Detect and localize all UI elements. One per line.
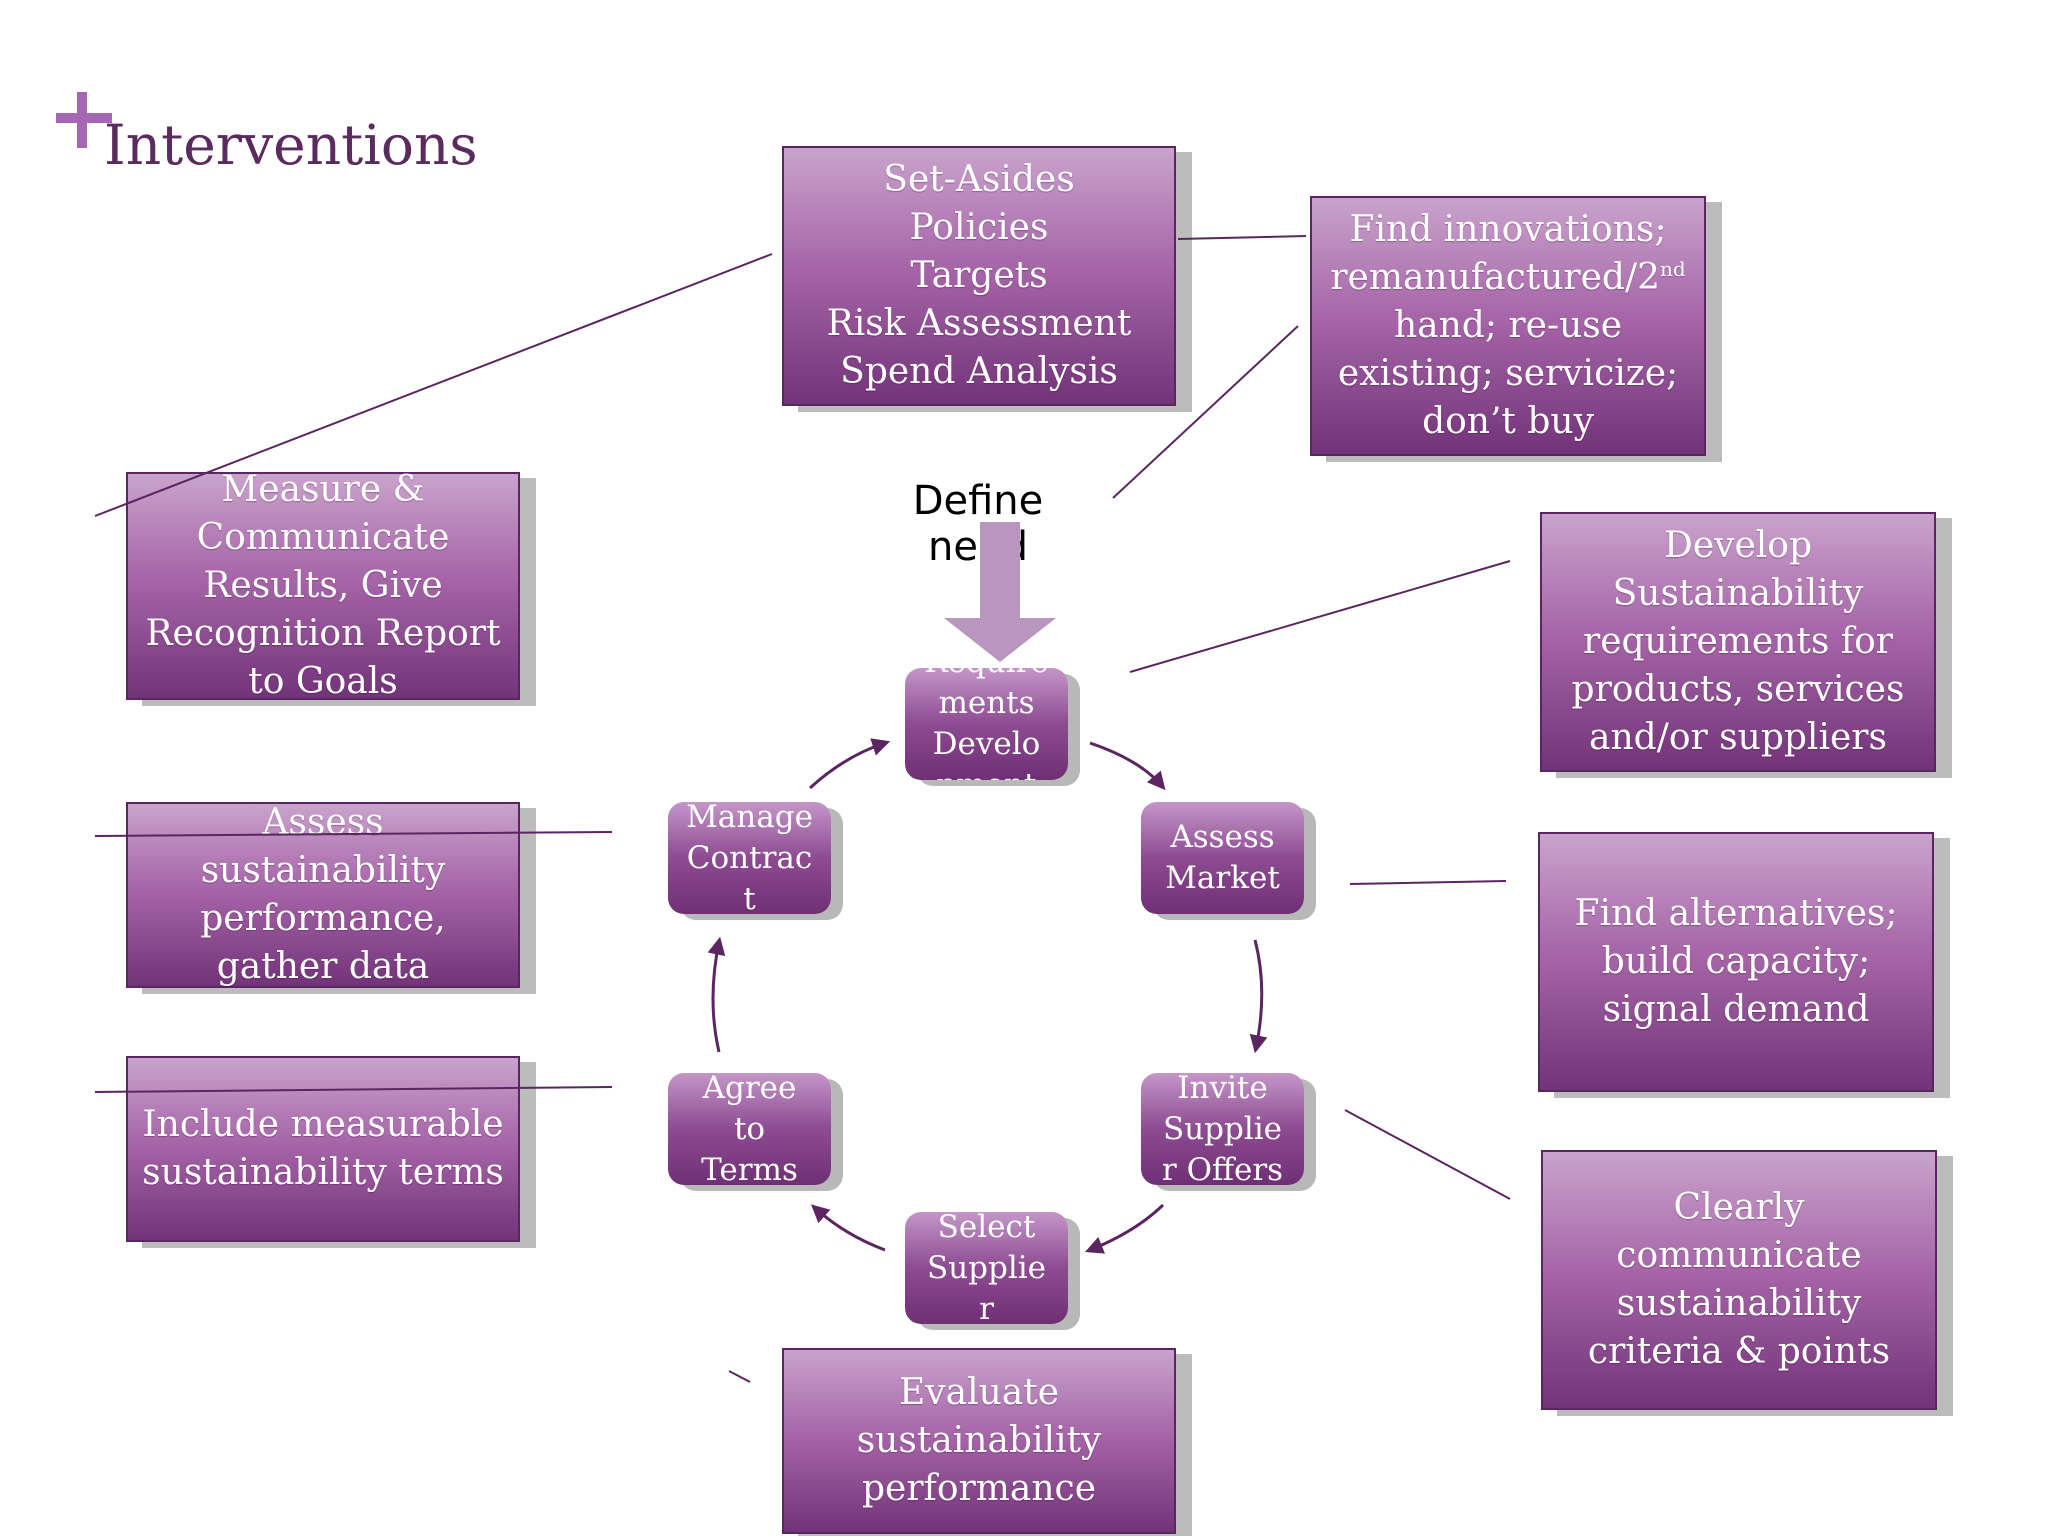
box-line: Assess xyxy=(262,802,384,843)
box-line: gather data xyxy=(216,946,430,987)
box-line: Find alternatives; xyxy=(1574,893,1898,934)
node-line: Develo xyxy=(932,726,1041,762)
box-line: don’t buy xyxy=(1422,401,1594,442)
box-line: remanufactured/2nd xyxy=(1330,257,1686,298)
cycle-arrow-4 xyxy=(810,1204,886,1252)
connector-evaluate-stub xyxy=(728,1370,751,1383)
down-arrow-icon xyxy=(944,522,1056,662)
node-line: Invite xyxy=(1177,1073,1268,1106)
node-line: r xyxy=(979,1290,994,1325)
box-line: Sustainability xyxy=(1612,573,1864,614)
cycle-arrow-3 xyxy=(1084,1203,1165,1254)
box-line: sustainability terms xyxy=(142,1152,504,1193)
box-line: to Goals xyxy=(248,661,398,702)
box-line: requirements for xyxy=(1583,621,1893,662)
cycle-arrow-2 xyxy=(1249,939,1268,1054)
box-evaluate-performance: Evaluate sustainability performance xyxy=(782,1348,1176,1534)
node-line: Supplie xyxy=(926,1249,1047,1286)
box-include-terms: Include measurable sustainability terms xyxy=(126,1056,520,1242)
connector-top-to-innovations xyxy=(1177,235,1307,240)
box-find-innovations: Find innovations; remanufactured/2nd han… xyxy=(1310,196,1706,456)
node-line: Assess xyxy=(1170,819,1275,855)
node-line: Market xyxy=(1165,860,1280,896)
cycle-node-manage-contract: Manage Contrac t xyxy=(668,802,831,914)
box-line: signal demand xyxy=(1602,989,1870,1030)
box-develop-requirements: Develop Sustainability requirements for … xyxy=(1540,512,1936,772)
node-line: r Offers xyxy=(1161,1151,1284,1186)
cycle-node-invite-offers: Invite Supplie r Offers xyxy=(1141,1073,1304,1185)
box-line: Include measurable xyxy=(142,1104,504,1145)
box-line: Measure & xyxy=(221,469,425,510)
box-line: communicate xyxy=(1616,1235,1862,1276)
box-line: Find innovations; xyxy=(1349,209,1667,250)
box-line: Recognition Report xyxy=(145,613,501,654)
box-line: products, services xyxy=(1571,669,1905,710)
cycle-arrow-6 xyxy=(808,738,891,790)
box-line: Risk Assessment xyxy=(826,303,1132,344)
box-line: Spend Analysis xyxy=(840,351,1118,392)
box-line: Policies xyxy=(909,207,1049,248)
box-line: sustainability xyxy=(200,850,446,891)
box-line: Develop xyxy=(1663,525,1813,566)
node-line: pment xyxy=(936,765,1036,780)
box-line: performance xyxy=(861,1468,1097,1509)
cycle-node-assess-market: Assess Market xyxy=(1141,802,1304,914)
node-line: Terms xyxy=(701,1151,798,1186)
box-line: Communicate xyxy=(196,517,450,558)
box-line: Results, Give xyxy=(203,565,443,606)
box-measure-communicate: Measure & Communicate Results, Give Reco… xyxy=(126,469,520,702)
node-line: Require xyxy=(924,668,1049,683)
box-line: performance, xyxy=(200,898,446,939)
box-line: Clearly xyxy=(1673,1187,1805,1228)
box-line: criteria & points xyxy=(1587,1331,1891,1372)
box-line: existing; servicize; xyxy=(1337,353,1679,394)
connector-market-to-alternatives xyxy=(1349,880,1507,885)
node-line: t xyxy=(743,880,756,915)
connector-offers-to-communicate xyxy=(1344,1109,1511,1200)
node-line: Agree xyxy=(702,1073,797,1106)
cycle-node-requirements: Require ments Develo pment xyxy=(905,668,1068,780)
box-line: Targets xyxy=(910,255,1048,296)
box-assess-performance: Assess sustainability performance, gathe… xyxy=(126,802,520,988)
box-line: hand; re-use xyxy=(1393,305,1623,346)
node-line: to xyxy=(733,1110,766,1147)
page-title: Interventions xyxy=(104,113,478,177)
node-line: ments xyxy=(938,685,1035,721)
box-line: Set-Asides xyxy=(883,159,1075,200)
box-set-asides: Set-Asides Policies Targets Risk Assessm… xyxy=(782,146,1176,406)
box-clearly-communicate: Clearly communicate sustainability crite… xyxy=(1541,1150,1937,1410)
node-line: Manage xyxy=(686,802,813,835)
box-line: build capacity; xyxy=(1601,941,1871,982)
cycle-node-select-supplier: Select Supplie r xyxy=(905,1212,1068,1324)
cycle-arrow-5 xyxy=(707,936,726,1053)
box-line: and/or suppliers xyxy=(1589,717,1887,758)
accent-plus-icon xyxy=(52,86,116,150)
cycle-arrow-1 xyxy=(1089,741,1166,791)
box-line: Evaluate xyxy=(898,1372,1059,1413)
box-find-alternatives: Find alternatives; build capacity; signa… xyxy=(1538,832,1934,1092)
node-line: Select xyxy=(937,1212,1036,1245)
cycle-node-agree-terms: Agree to Terms xyxy=(668,1073,831,1185)
node-line: Contrac xyxy=(686,839,813,876)
connector-requirements-to-develop xyxy=(1129,560,1511,673)
node-line: Supplie xyxy=(1162,1110,1283,1147)
box-line: sustainability xyxy=(1616,1283,1862,1324)
box-line: sustainability xyxy=(856,1420,1102,1461)
